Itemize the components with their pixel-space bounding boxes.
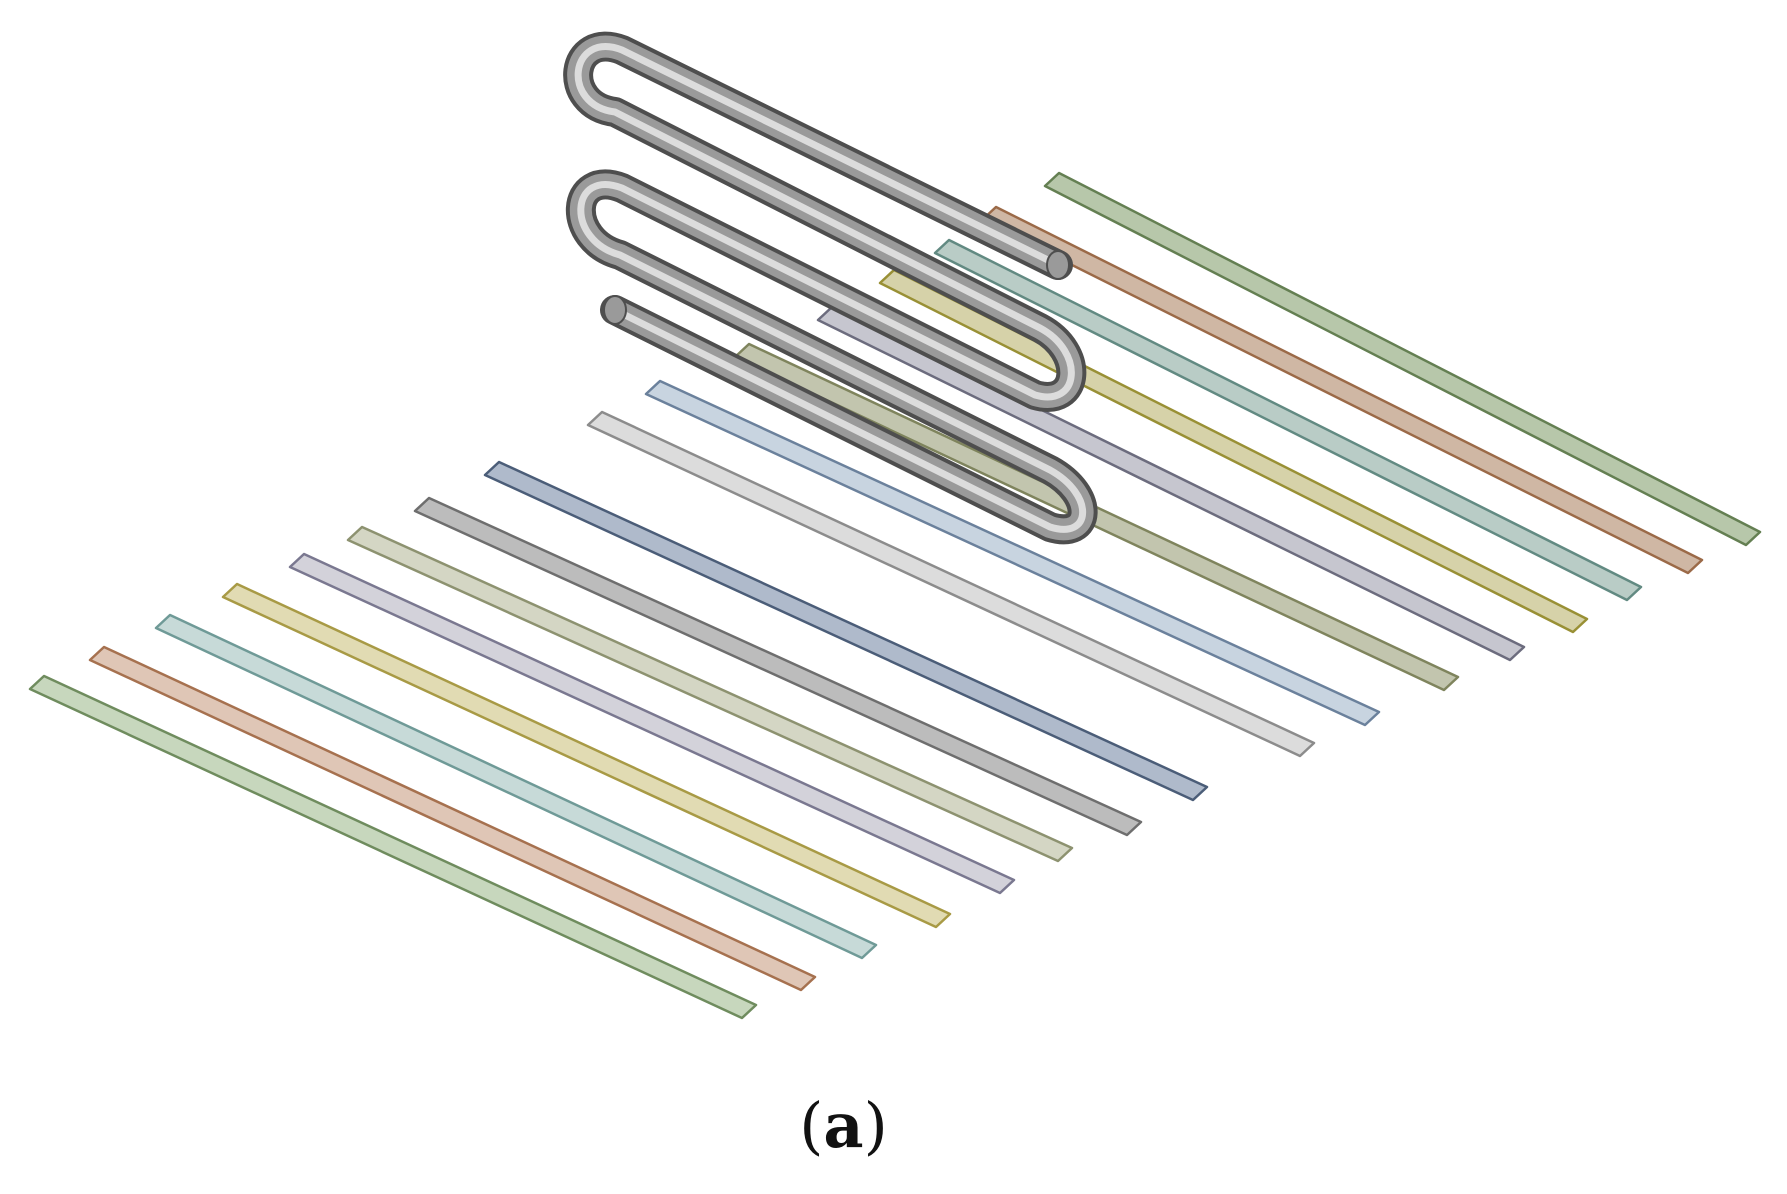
serpentine-tube	[563, 31, 1098, 545]
heat-strip-2	[88, 645, 817, 992]
heat-strip-15	[980, 205, 1704, 575]
tube-end-cap-1	[1046, 250, 1070, 280]
heat-strip-1	[28, 674, 758, 1020]
tube-highlight	[574, 43, 1087, 533]
heat-strip-5	[288, 552, 1016, 895]
heat-strip-4	[221, 582, 952, 929]
heat-strip-16	[1043, 171, 1762, 547]
heat-strip-3	[154, 613, 878, 960]
heat-strip-10	[644, 379, 1381, 727]
heat-strip-8	[483, 460, 1209, 802]
heat-strips	[28, 171, 1762, 1020]
heat-strip-7	[413, 496, 1143, 837]
tube-end-cap-2	[603, 295, 627, 325]
heat-strip-12	[816, 305, 1526, 662]
heat-strip-9	[586, 410, 1316, 758]
heat-strip-14	[933, 238, 1643, 602]
caption-open-paren: (	[799, 1089, 824, 1162]
caption-label: a	[823, 1089, 864, 1162]
caption-close-paren: )	[863, 1089, 888, 1162]
caption: (a)	[0, 1095, 1687, 1157]
heat-strip-6	[346, 525, 1074, 863]
